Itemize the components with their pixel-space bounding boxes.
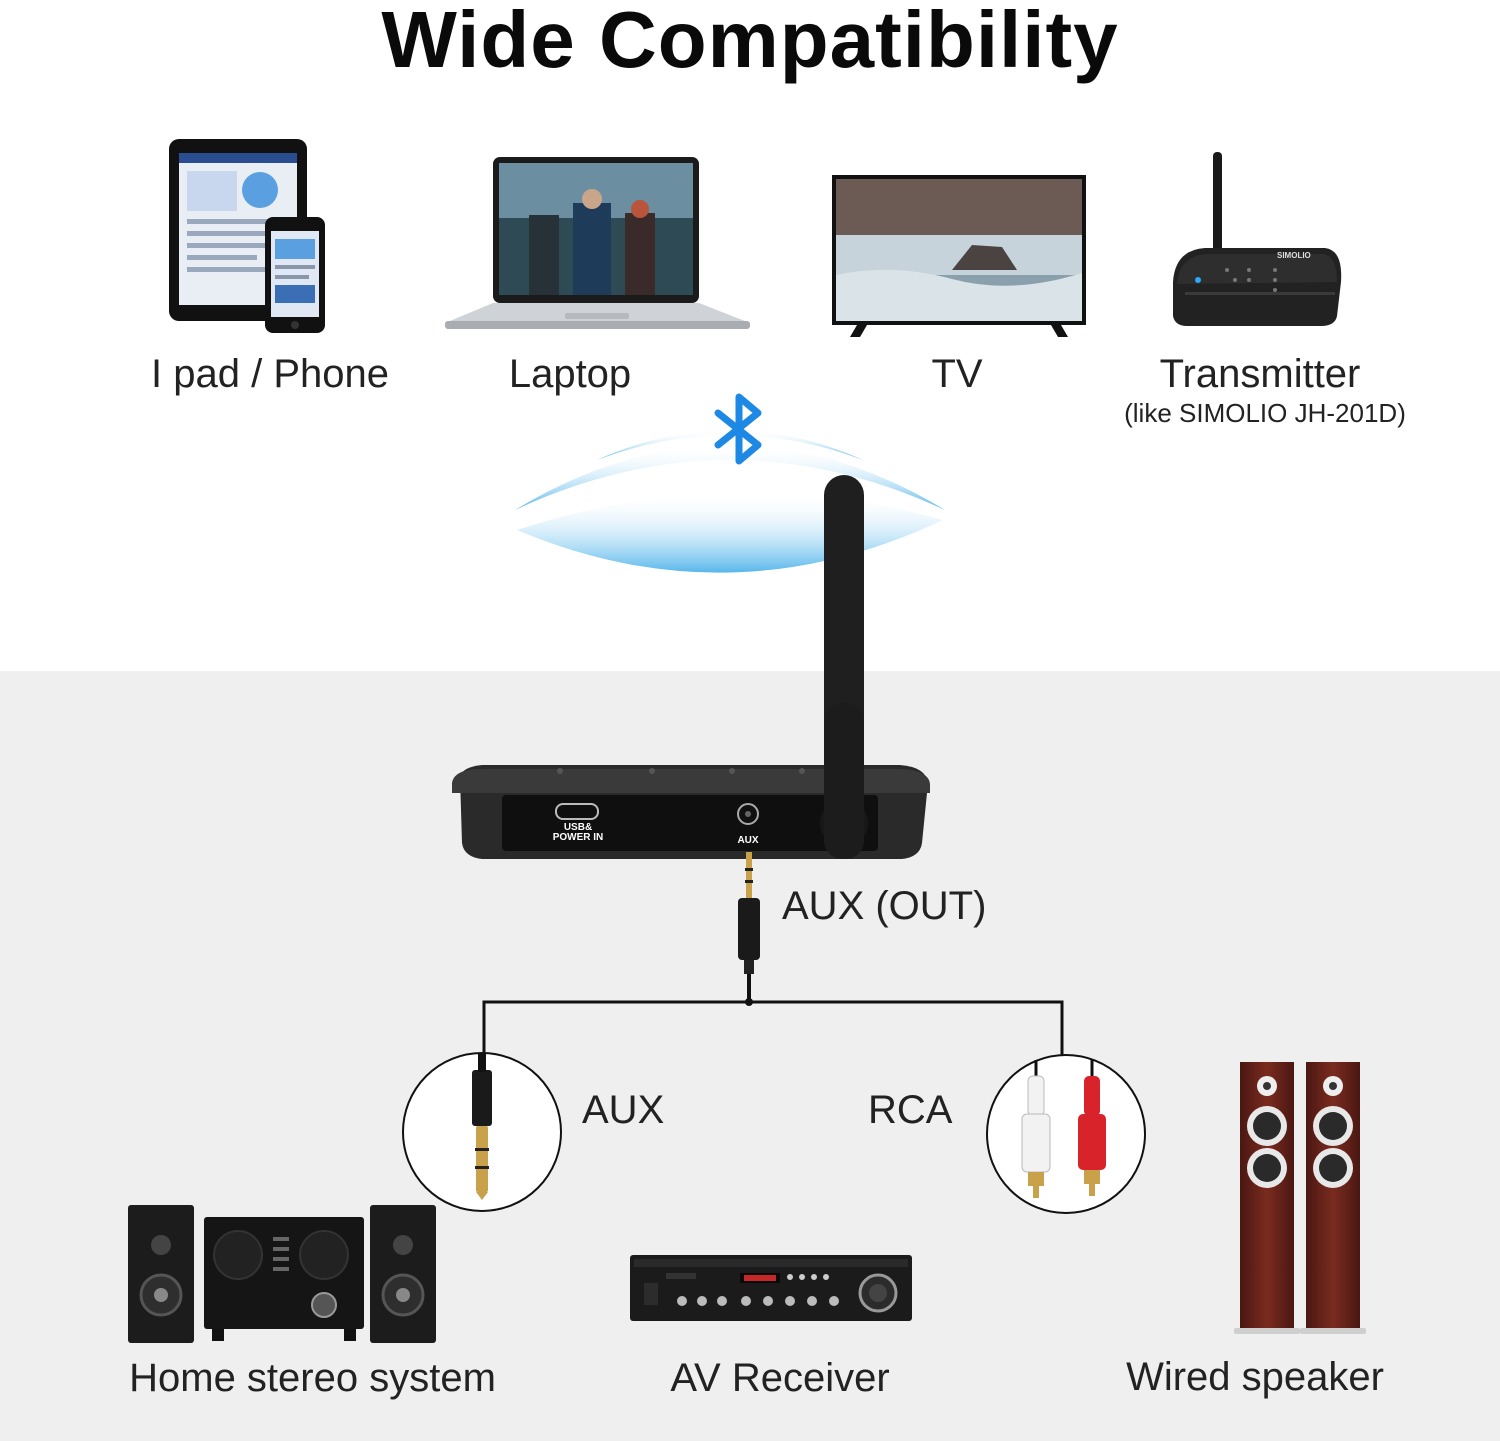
- source-label-tablet-phone: I pad / Phone: [151, 352, 389, 396]
- transmitter-icon: SIMOLIO: [1165, 152, 1345, 328]
- aux-plug-icon: [400, 1050, 564, 1214]
- tablet-phone-icon: [165, 135, 330, 337]
- aux-cable-diagram: [470, 850, 1080, 1070]
- source-label-transmitter: Transmitter: [1159, 352, 1361, 396]
- connector-label-rca: RCA: [868, 1088, 953, 1132]
- wired-speaker-icon: [1232, 1060, 1368, 1338]
- page-title: Wide Compatibility: [381, 0, 1119, 84]
- output-label-wired-speaker: Wired speaker: [1126, 1355, 1384, 1399]
- port-label-aux: AUX: [737, 835, 759, 846]
- av-receiver-icon: [630, 1255, 912, 1323]
- connector-label-aux: AUX: [582, 1088, 665, 1132]
- aux-out-label: AUX (OUT): [782, 884, 987, 928]
- output-label-av-receiver: AV Receiver: [670, 1356, 890, 1400]
- port-label-usb-power: USB& POWER IN: [552, 822, 604, 843]
- source-sublabel-transmitter: (like SIMOLIO JH-201D): [1124, 398, 1406, 428]
- rca-plug-icon: [984, 1052, 1148, 1216]
- transmitter-brand-text: SIMOLIO: [1277, 251, 1311, 260]
- output-label-home-stereo: Home stereo system: [129, 1356, 496, 1400]
- bluetooth-icon: [712, 393, 772, 465]
- source-label-tv: TV: [931, 352, 983, 396]
- home-stereo-icon: [128, 1203, 436, 1345]
- laptop-icon: [445, 155, 750, 331]
- tv-icon: [832, 175, 1086, 337]
- bluetooth-receiver-device: [452, 473, 932, 865]
- source-label-laptop: Laptop: [508, 352, 632, 396]
